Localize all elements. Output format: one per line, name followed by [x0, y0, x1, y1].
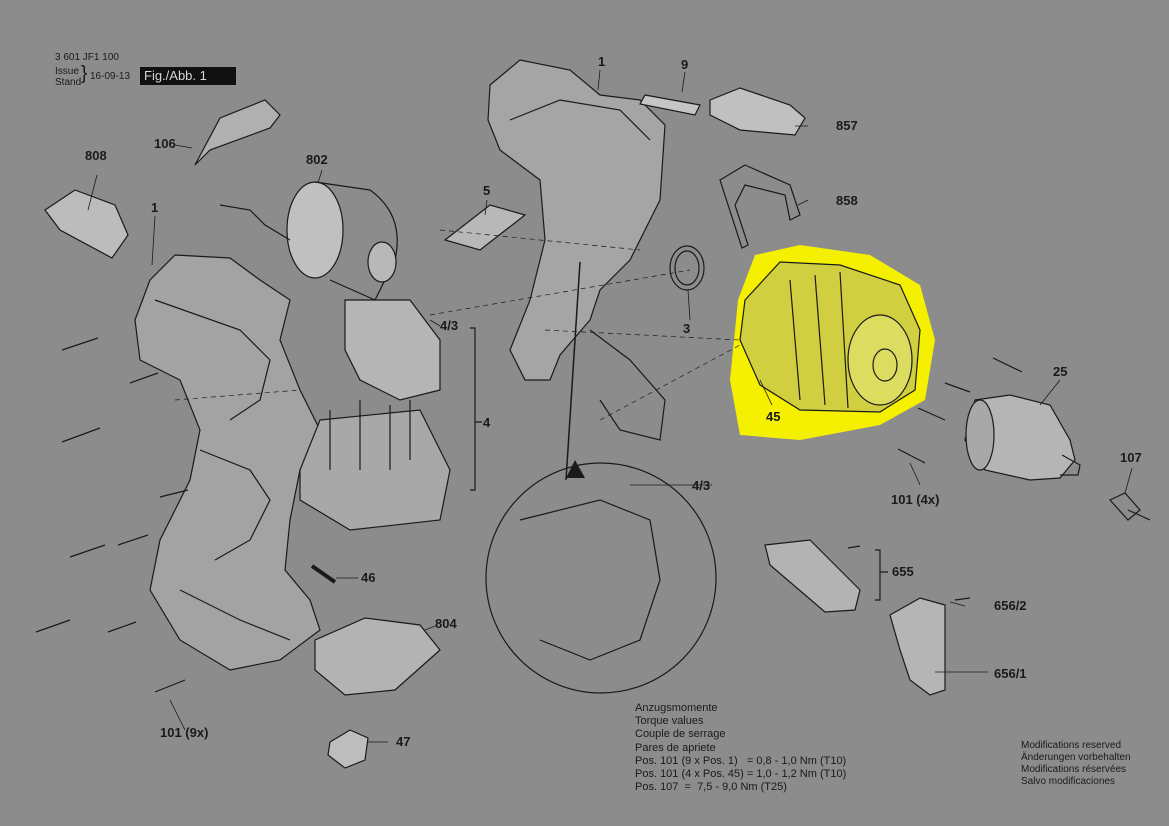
screws-101-left — [35, 337, 189, 693]
figure-label: Fig./Abb. 1 — [140, 67, 236, 85]
part-47 — [327, 729, 369, 769]
part-656-1 — [889, 597, 946, 696]
part-5 — [443, 204, 527, 251]
modifications-notice: Modifications reserved Änderungen vorbeh… — [1021, 740, 1131, 788]
issue-brace: } — [81, 63, 88, 84]
screws-101-right — [897, 357, 1023, 464]
callout-9: 9 — [681, 57, 689, 72]
callout-4: 4 — [483, 415, 491, 430]
torque-line-1: Anzugsmomente — [635, 702, 718, 714]
callout-804: 804 — [435, 616, 457, 631]
part-46 — [310, 564, 337, 584]
part-808 — [44, 189, 129, 259]
torque-line-2: Torque values — [635, 715, 704, 728]
callout-101-9x: 101 (9x) — [160, 725, 209, 740]
part-106 — [194, 99, 281, 166]
modifications-line-4: Salvo modificaciones — [1021, 776, 1115, 787]
callout-857: 857 — [836, 118, 858, 133]
detail-circle — [485, 462, 717, 694]
part-25-chuck — [964, 394, 1081, 481]
part-9 — [639, 94, 701, 116]
housing-left-part — [134, 254, 321, 671]
modifications-line-2: Änderungen vorbehalten — [1021, 752, 1131, 763]
torque-line-7: Pos. 107 = 7,5 - 9,0 Nm (T25) — [635, 781, 787, 794]
torque-line-4: Pares de apriete — [635, 741, 716, 754]
torque-line-3: Couple de serrage — [635, 728, 726, 741]
callout-106: 106 — [154, 136, 176, 151]
callout-4-3-detail: 4/3 — [692, 478, 711, 493]
modifications-line-1: Modifications reserved — [1021, 740, 1122, 751]
part-45-gearbox — [739, 261, 921, 413]
part-802-motor — [219, 181, 398, 301]
part-655 — [764, 539, 861, 613]
stand-label: Stand — [55, 77, 82, 88]
part-107 — [1109, 492, 1151, 521]
part-857 — [709, 87, 806, 136]
callout-101-4x: 101 (4x) — [891, 492, 940, 507]
callout-808: 808 — [85, 148, 107, 163]
part-4-electronics — [299, 299, 451, 531]
part-804 — [314, 617, 441, 696]
part-858 — [719, 164, 801, 249]
callout-1-left: 1 — [151, 200, 159, 215]
issue-date: 16-09-13 — [90, 71, 131, 82]
callout-47: 47 — [396, 734, 411, 749]
part-3-ring — [669, 245, 705, 291]
callout-46: 46 — [361, 570, 376, 585]
callout-5: 5 — [483, 183, 491, 198]
callout-3: 3 — [683, 321, 691, 336]
callout-1-top: 1 — [598, 54, 606, 69]
callout-802: 802 — [306, 152, 328, 167]
callout-25: 25 — [1053, 364, 1068, 379]
callout-656-2: 656/2 — [994, 598, 1027, 613]
callout-655: 655 — [892, 564, 914, 579]
issue-label: Issue — [55, 66, 79, 77]
torque-values-block: Anzugsmomente Torque values Couple de se… — [635, 702, 846, 794]
callout-45: 45 — [766, 409, 781, 424]
callout-858: 858 — [836, 193, 858, 208]
torque-line-5: Pos. 101 (9 x Pos. 1) = 0,8 - 1,0 Nm (T1… — [635, 754, 847, 767]
callout-4-3-top: 4/3 — [440, 318, 459, 333]
modifications-line-3: Modifications réservées — [1021, 764, 1127, 775]
part-number: 3 601 JF1 100 — [55, 52, 119, 63]
callout-656-1: 656/1 — [994, 666, 1027, 681]
callout-107: 107 — [1120, 450, 1142, 465]
torque-line-6: Pos. 101 (4 x Pos. 45) = 1,0 - 1,2 Nm (T… — [635, 768, 847, 781]
